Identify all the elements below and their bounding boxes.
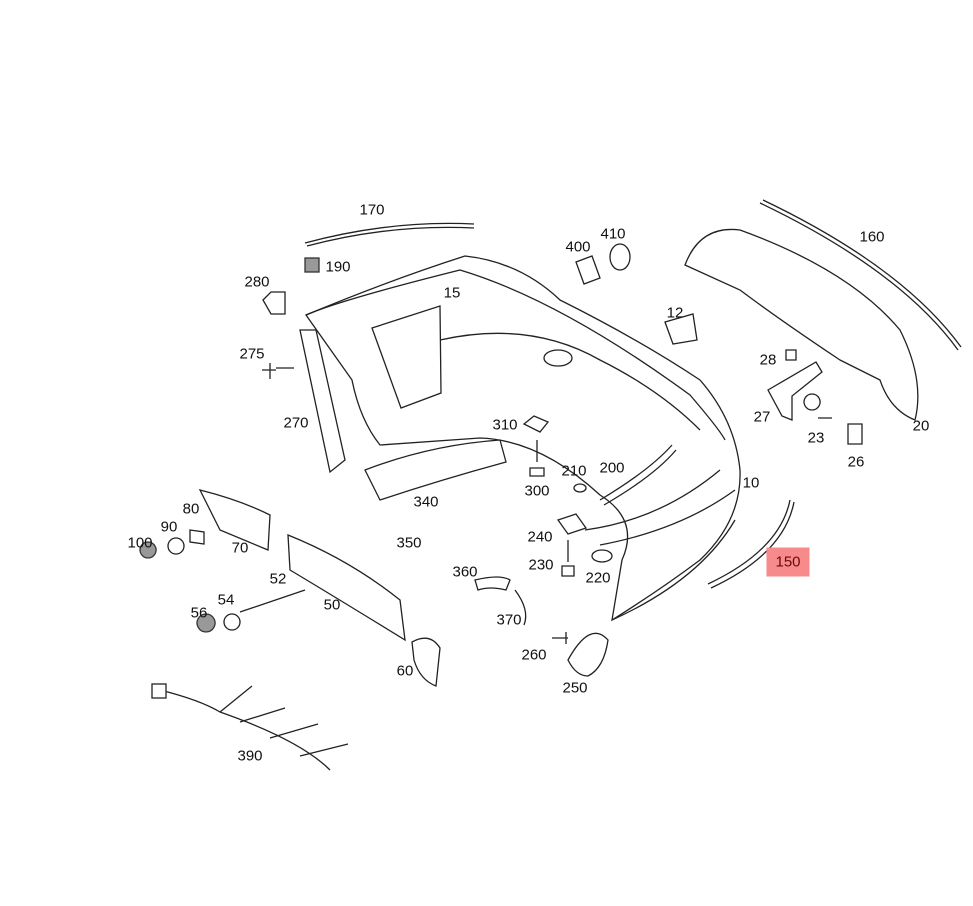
callout-60[interactable]: 60 [396, 662, 414, 680]
part-270 [299, 329, 346, 474]
callout-390[interactable]: 390 [237, 747, 263, 765]
callout-12[interactable]: 12 [666, 304, 684, 322]
callout-260[interactable]: 260 [521, 646, 547, 664]
part-275 [262, 363, 294, 379]
callout-240[interactable]: 240 [527, 528, 553, 546]
callout-220[interactable]: 220 [585, 569, 611, 587]
part-80 [189, 529, 205, 545]
callout-50[interactable]: 50 [323, 596, 341, 614]
part-220 [591, 549, 613, 563]
callout-360[interactable]: 360 [452, 563, 478, 581]
part-23 [803, 393, 832, 419]
callout-90[interactable]: 90 [160, 518, 178, 536]
part-280 [262, 291, 286, 315]
part-310 [522, 415, 550, 433]
part-230 [561, 540, 575, 577]
callout-280[interactable]: 280 [244, 273, 270, 291]
callout-54[interactable]: 54 [217, 591, 235, 609]
part-250 [567, 632, 609, 677]
part-170 [304, 222, 475, 244]
part-54 [223, 613, 241, 631]
part-56 [196, 613, 216, 633]
part-150 [707, 499, 791, 585]
part-390 [159, 685, 349, 771]
part-15-insert [371, 305, 442, 409]
part-50 [287, 534, 406, 642]
part-28 [785, 349, 797, 361]
callout-150[interactable]: 150 [766, 547, 810, 577]
part-52 [239, 589, 306, 613]
callout-56[interactable]: 56 [190, 604, 208, 622]
callout-275[interactable]: 275 [239, 345, 265, 363]
part-240 [556, 513, 588, 535]
callout-70[interactable]: 70 [231, 539, 249, 557]
part-70 [198, 489, 271, 551]
part-410 [609, 243, 631, 271]
part-210 [573, 483, 587, 493]
callout-270[interactable]: 270 [283, 414, 309, 432]
part-10 [584, 469, 736, 546]
callout-310[interactable]: 310 [492, 416, 518, 434]
part-190 [304, 257, 320, 273]
callout-52[interactable]: 52 [269, 570, 287, 588]
part-360 [474, 576, 511, 591]
callout-400[interactable]: 400 [565, 238, 591, 256]
part-260 [552, 632, 568, 644]
callout-100[interactable]: 100 [127, 534, 153, 552]
part-26 [847, 423, 863, 445]
callout-28[interactable]: 28 [759, 351, 777, 369]
callout-230[interactable]: 230 [528, 556, 554, 574]
callout-170[interactable]: 170 [359, 201, 385, 219]
callout-340[interactable]: 340 [413, 493, 439, 511]
part-340 [364, 439, 507, 501]
callout-27[interactable]: 27 [753, 408, 771, 426]
part-60 [411, 637, 441, 687]
callout-250[interactable]: 250 [562, 679, 588, 697]
part-12 [664, 313, 698, 345]
part-20 [684, 228, 919, 421]
callout-200[interactable]: 200 [599, 459, 625, 477]
part-200 [599, 444, 673, 501]
callout-26[interactable]: 26 [847, 453, 865, 471]
callout-300[interactable]: 300 [524, 482, 550, 500]
callout-350[interactable]: 350 [396, 534, 422, 552]
callout-410[interactable]: 410 [600, 225, 626, 243]
callout-80[interactable]: 80 [182, 500, 200, 518]
callout-23[interactable]: 23 [807, 429, 825, 447]
callout-15[interactable]: 15 [443, 284, 461, 302]
callout-370[interactable]: 370 [496, 611, 522, 629]
part-400 [575, 255, 601, 285]
part-160 [759, 202, 959, 351]
part-100 [139, 541, 157, 559]
part-300 [529, 440, 545, 477]
part-27 [767, 361, 823, 421]
callout-20[interactable]: 20 [912, 417, 930, 435]
callout-160[interactable]: 160 [859, 228, 885, 246]
callout-10[interactable]: 10 [742, 474, 760, 492]
callout-210[interactable]: 210 [561, 462, 587, 480]
part-370 [514, 589, 527, 626]
callout-190[interactable]: 190 [325, 258, 351, 276]
part-90 [167, 537, 185, 555]
